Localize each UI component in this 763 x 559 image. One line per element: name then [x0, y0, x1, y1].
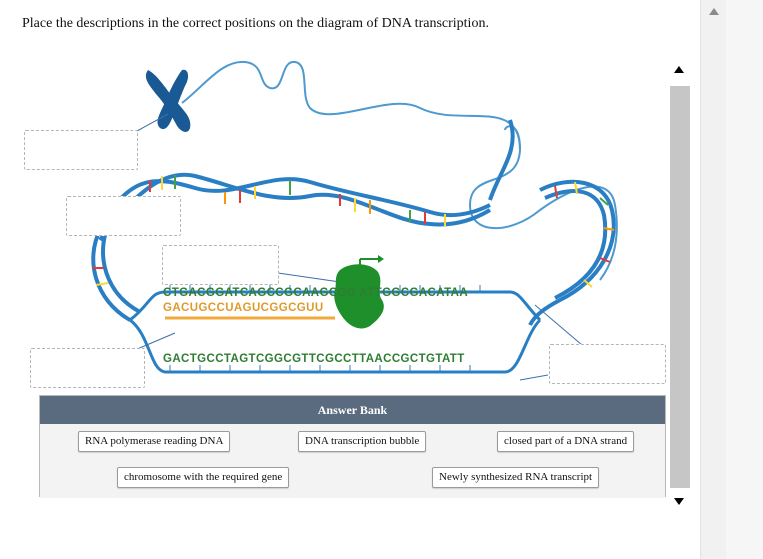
coding-strand-sequence: GACTGCCTAGTCGGCGTTCGCCTTAACCGCTGTATT [163, 353, 465, 365]
page-scroll-up-icon[interactable] [709, 8, 719, 15]
page-side-margin [726, 0, 763, 559]
content-scrollbar[interactable] [668, 56, 692, 514]
scroll-down-arrow-icon[interactable] [674, 498, 684, 505]
question-prompt: Place the descriptions in the correct po… [22, 16, 489, 31]
double-helix-upper [98, 172, 492, 242]
drop-target-2[interactable] [66, 196, 181, 236]
answer-chip-transcription-bubble[interactable]: DNA transcription bubble [298, 431, 427, 452]
drop-target-5[interactable] [549, 344, 666, 384]
dna-transcription-diagram: CTGACGGATCAGCCGCAAGCGG ATTGGCGACATAA GAC… [0, 40, 700, 400]
diagram-svg [91, 60, 618, 381]
dna-thread [181, 60, 618, 281]
base-ticks [169, 285, 481, 372]
rna-transcript-sequence: GACUGCCUAGUCGGCGUU [163, 302, 324, 314]
page-scroll-gutter[interactable] [700, 0, 726, 559]
transcription-direction-arrow-icon [359, 255, 384, 270]
answer-chip-chromosome[interactable]: chromosome with the required gene [117, 467, 290, 488]
scroll-up-arrow-icon[interactable] [674, 66, 684, 73]
double-helix-right [488, 119, 616, 326]
drop-target-4[interactable] [30, 348, 145, 388]
leader-lines [134, 113, 583, 381]
answer-chip-closed-dna[interactable]: closed part of a DNA strand [497, 431, 635, 452]
chromosome-icon [145, 69, 191, 132]
answer-bank-header: Answer Bank [40, 396, 665, 424]
answer-chip-rna-polymerase[interactable]: RNA polymerase reading DNA [78, 431, 231, 452]
template-strand-sequence: CTGACGGATCAGCCGCAAGCGG ATTGGCGACATAA [163, 287, 469, 299]
answer-bank: Answer Bank RNA polymerase reading DNA D… [39, 395, 666, 498]
double-helix-left [91, 229, 141, 322]
answer-chip-rna-transcript[interactable]: Newly synthesized RNA transcript [432, 467, 600, 488]
drop-target-1[interactable] [24, 130, 138, 170]
scrollbar-thumb[interactable] [670, 86, 690, 488]
rna-polymerase-icon [334, 264, 384, 329]
answer-bank-body: RNA polymerase reading DNA DNA transcrip… [40, 424, 665, 498]
question-panel: Place the descriptions in the correct po… [0, 16, 700, 514]
drop-target-3[interactable] [162, 245, 279, 285]
